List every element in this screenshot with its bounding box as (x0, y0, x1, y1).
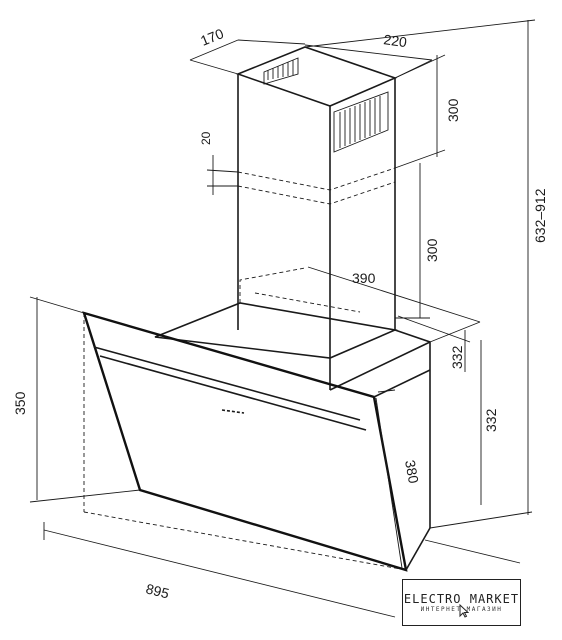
dimension-labels: 170 220 300 20 300 632–912 390 332 332 3… (12, 25, 548, 601)
label-chimney-upper-height: 300 (445, 98, 461, 122)
label-hood-width: 895 (144, 580, 171, 601)
vent-slots-left (263, 57, 299, 85)
label-hood-height: 350 (12, 391, 28, 415)
chimney-upper (235, 46, 398, 358)
dimension-lines (29, 19, 536, 618)
label-chimney-overlap: 20 (199, 131, 213, 145)
label-glass-length: 380 (402, 459, 422, 485)
label-chimney-lower-height: 300 (424, 238, 440, 262)
electro-market-logo: ELECTRO MARKET ИНТЕРНЕТ-МАГАЗИН (402, 579, 521, 626)
label-chimney-depth: 170 (198, 25, 226, 49)
hood-body (82, 267, 431, 572)
label-chimney-width: 220 (383, 31, 409, 50)
cursor-icon (459, 604, 469, 618)
label-body-height-side: 332 (483, 408, 499, 432)
label-body-height-front: 332 (449, 345, 465, 369)
logo-name: ELECTRO MARKET (403, 592, 520, 606)
label-chimney-total-height: 632–912 (532, 188, 548, 243)
label-body-depth: 390 (352, 270, 376, 286)
vent-slots-right (333, 91, 389, 153)
